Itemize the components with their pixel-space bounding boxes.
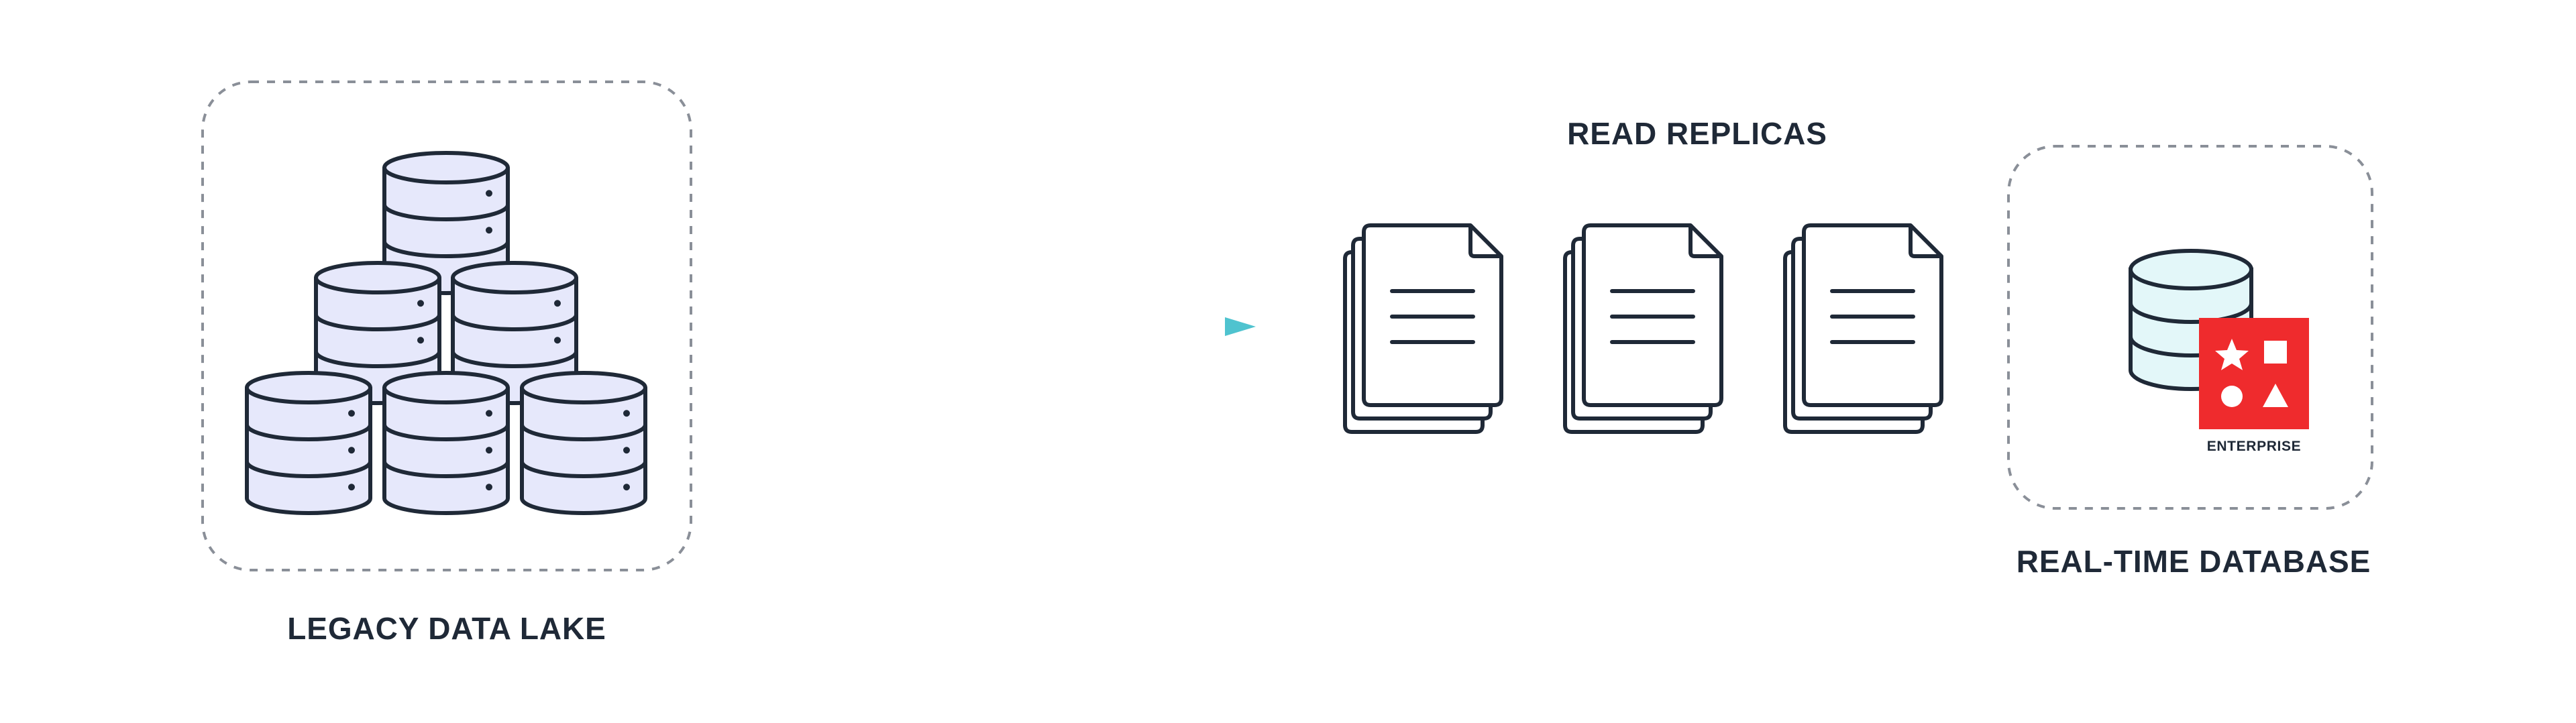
legacy-container xyxy=(201,80,692,571)
arrow-head-icon xyxy=(1225,317,1256,336)
replica-doc-3-icon xyxy=(1783,223,1943,434)
star-icon xyxy=(2215,339,2249,370)
legacy-db-5-icon xyxy=(382,371,510,515)
enterprise-badge-bg xyxy=(2199,318,2309,429)
legacy-label: LEGACY DATA LAKE xyxy=(287,611,606,646)
replica-doc-1-icon xyxy=(1343,223,1503,434)
realtime-label: REAL-TIME DATABASE xyxy=(2016,544,2371,579)
legacy-db-4-icon xyxy=(245,371,372,515)
legacy-db-6-icon xyxy=(520,371,647,515)
enterprise-badge xyxy=(2199,318,2309,429)
replicas-label: READ REPLICAS xyxy=(1567,116,1827,151)
legacy-db-3-icon xyxy=(451,261,578,405)
replica-doc-2-icon xyxy=(1563,223,1723,434)
realtime-container xyxy=(2007,145,2373,510)
replica-doc-group xyxy=(1343,223,1943,434)
square-icon xyxy=(2264,341,2287,364)
triangle-icon xyxy=(2263,384,2288,407)
flow-arrow xyxy=(775,317,1256,336)
enterprise-badge-label: ENTERPRISE xyxy=(2207,439,2302,454)
circle-icon xyxy=(2221,386,2243,407)
legacy-db-pyramid xyxy=(245,151,647,515)
